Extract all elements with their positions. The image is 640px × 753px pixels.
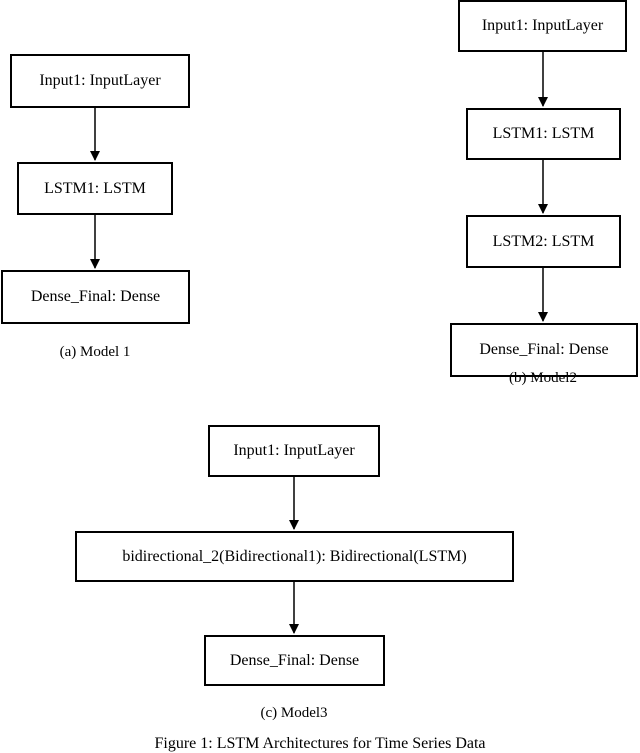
model2-lstm2-node: LSTM2: LSTM xyxy=(466,215,621,268)
model1-dense-node: Dense_Final: Dense xyxy=(1,270,190,324)
figure-caption: Figure 1: LSTM Architectures for Time Se… xyxy=(154,735,486,752)
model2-lstm1-node: LSTM1: LSTM xyxy=(466,108,621,160)
model1-caption: (a) Model 1 xyxy=(59,344,131,360)
model2-caption: (b) Model2 xyxy=(509,370,577,386)
model3-bidirectional-node: bidirectional_2(Bidirectional1): Bidirec… xyxy=(75,531,514,582)
model2-input-node: Input1: InputLayer xyxy=(458,0,627,52)
model1-lstm1-node: LSTM1: LSTM xyxy=(17,162,173,215)
model2-dense-node: Dense_Final: Dense xyxy=(450,323,638,377)
model1-input-node: Input1: InputLayer xyxy=(10,54,190,108)
model3-dense-node: Dense_Final: Dense xyxy=(204,635,385,686)
model3-input-node: Input1: InputLayer xyxy=(208,425,380,477)
model3-caption: (c) Model3 xyxy=(260,705,328,721)
